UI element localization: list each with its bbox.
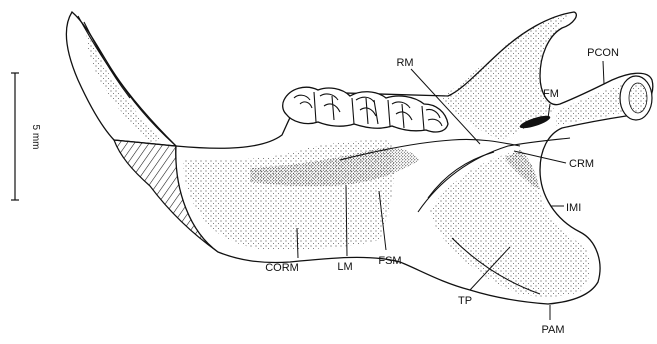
label-fm: FM xyxy=(543,88,559,100)
label-pam: PAM xyxy=(541,324,564,336)
label-fsm: FSM xyxy=(378,255,401,267)
label-pcon: PCON xyxy=(587,47,619,59)
incisor xyxy=(66,12,176,146)
label-rm: RM xyxy=(396,57,413,69)
scale-bar-label: 5 mm xyxy=(30,125,41,150)
label-tp: TP xyxy=(458,295,472,307)
label-corm: CORM xyxy=(265,262,299,274)
scale-bar: 5 mm xyxy=(11,73,41,200)
label-lm: LM xyxy=(337,261,352,273)
label-crm: CRM xyxy=(569,158,594,170)
label-imi: IMI xyxy=(566,202,581,214)
